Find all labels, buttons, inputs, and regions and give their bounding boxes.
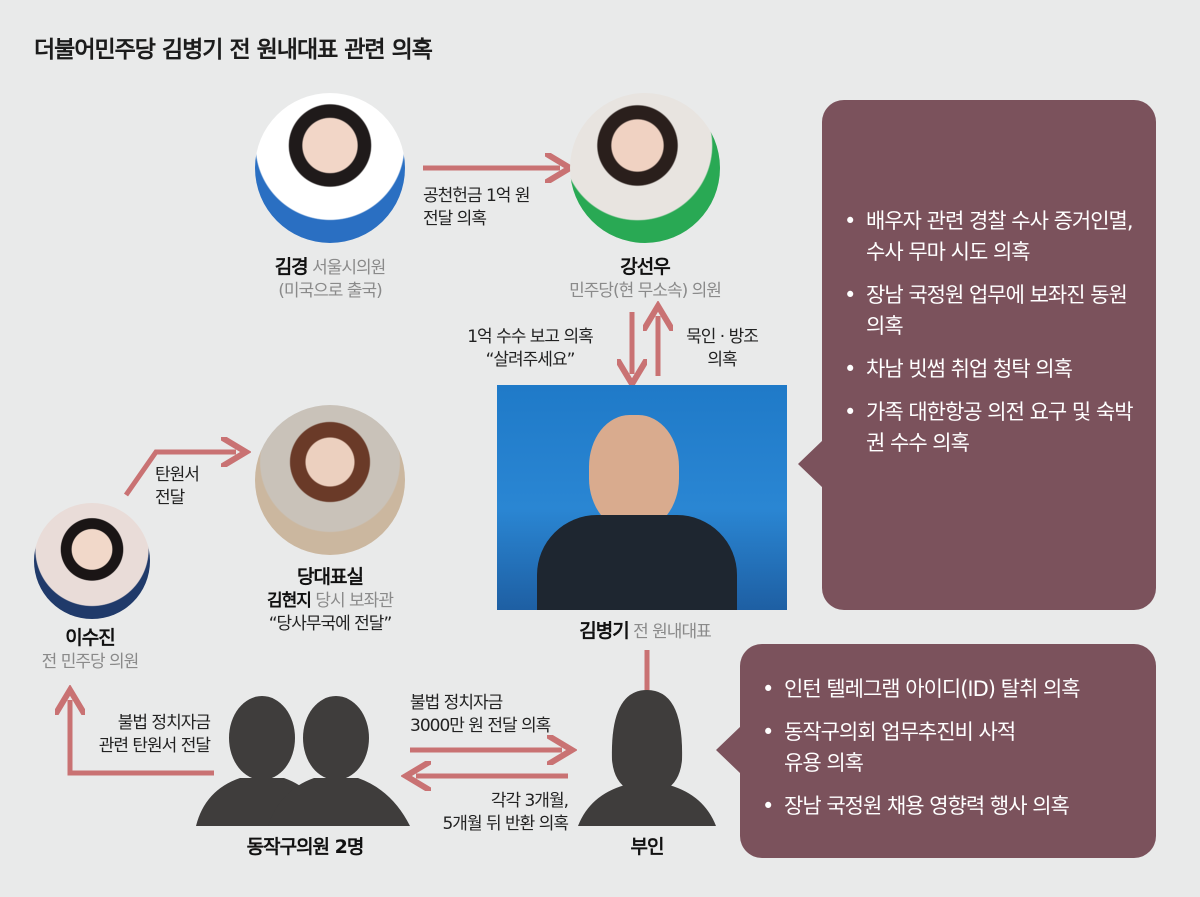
- kimkyung-label: 김경 서울시의원 (미국으로 출국): [274, 256, 387, 301]
- wife-label: 부인: [630, 836, 665, 858]
- kangsunwoo-label: 강선우 민주당(현 무소속) 의원: [569, 256, 722, 301]
- label-kang-to-kim: 1억 수수 보고 의혹“살려주세요”: [467, 327, 594, 370]
- kangsunwoo-photo: [570, 93, 720, 243]
- councilor-silhouette-icon: [196, 696, 410, 826]
- allegation-item: 인턴 텔레그램 아이디(ID) 탈취 의혹: [758, 674, 1148, 705]
- title: 더불어민주당 김병기 전 원내대표 관련 의혹: [34, 37, 433, 63]
- arrow-lee-to-office: [123, 452, 236, 497]
- councilors-label: 동작구의원 2명: [246, 836, 365, 858]
- allegation-item: 가족 대한항공 의전 요구 및 숙박권 수수 의혹: [840, 397, 1140, 459]
- wife-silhouette-icon: [578, 690, 716, 826]
- allegation-item: 동작구의회 업무추진비 사적 유용 의혹: [758, 717, 1034, 779]
- kimbyunggi-photo: [497, 385, 787, 610]
- party-office-photo: [255, 405, 405, 555]
- allegation-item: 차남 빗썸 취업 청탁 의혹: [840, 354, 1140, 385]
- allegation-item: 장남 국정원 업무에 보좌진 동원 의혹: [840, 280, 1140, 342]
- kimbyunggi-label: 김병기 전 원내대표: [579, 620, 711, 642]
- box-pointer: [798, 440, 823, 488]
- wife-allegations-box: 인턴 텔레그램 아이디(ID) 탈취 의혹 동작구의회 업무추진비 사적 유용 …: [716, 644, 1156, 858]
- allegation-item: 장남 국정원 채용 영향력 행사 의혹: [758, 791, 1148, 822]
- party-office-label: 당대표실 김현지 당시 보좌관 “당사무국에 전달”: [267, 566, 394, 634]
- kimkyung-photo: [255, 93, 405, 243]
- leesujin-photo: [34, 503, 150, 619]
- box-pointer: [716, 726, 741, 774]
- arrow-councilors-to-lee: [70, 700, 214, 776]
- allegation-item: 배우자 관련 경찰 수사 증거인멸, 수사 무마 시도 의혹: [840, 206, 1140, 268]
- leesujin-label: 이수진 전 민주당 의원: [41, 627, 140, 672]
- label-wife-to-councilors: 각각 3개월,5개월 뒤 반환 의혹: [442, 791, 569, 834]
- kim-allegations-box: 배우자 관련 경찰 수사 증거인멸, 수사 무마 시도 의혹 장남 국정원 업무…: [798, 100, 1156, 610]
